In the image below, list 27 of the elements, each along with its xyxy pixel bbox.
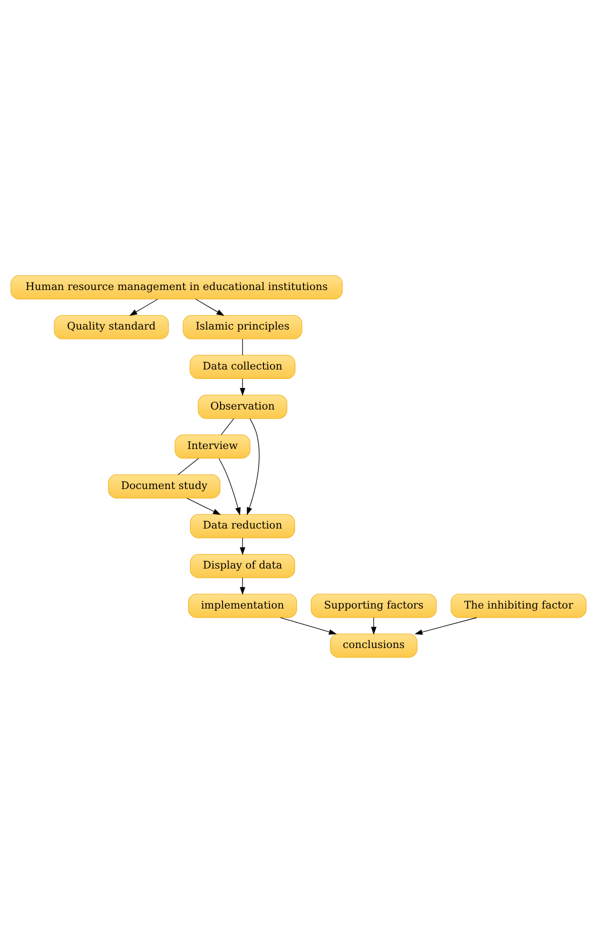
- node-box: Human resource management in educational institutions: [10, 275, 343, 300]
- arrow: [195, 298, 224, 316]
- arrow: [370, 617, 376, 635]
- connector: [220, 418, 234, 436]
- node-box: Interview: [174, 434, 250, 459]
- node-box: Data reduction: [190, 514, 296, 538]
- arrow: [218, 458, 241, 516]
- arrow: [414, 617, 478, 635]
- node-box: Quality standard: [54, 315, 169, 340]
- arrow: [129, 298, 158, 316]
- connector: [178, 458, 199, 475]
- arrow: [186, 498, 221, 515]
- node-box: Display of data: [190, 554, 296, 578]
- connector: [242, 338, 243, 356]
- arrow: [246, 418, 260, 516]
- arrow: [240, 538, 246, 556]
- node-box: Islamic principles: [182, 315, 302, 340]
- arrow: [280, 617, 337, 635]
- node-box: The inhibiting factor: [450, 594, 586, 618]
- arrow: [240, 577, 246, 595]
- arrow: [240, 378, 246, 396]
- node-box: conclusions: [330, 634, 418, 658]
- node-box: implementation: [188, 594, 298, 618]
- node-box: Observation: [198, 394, 288, 419]
- node-box: Document study: [108, 474, 220, 498]
- node-box: Data collection: [190, 354, 296, 380]
- node-box: Supporting factors: [310, 594, 437, 618]
